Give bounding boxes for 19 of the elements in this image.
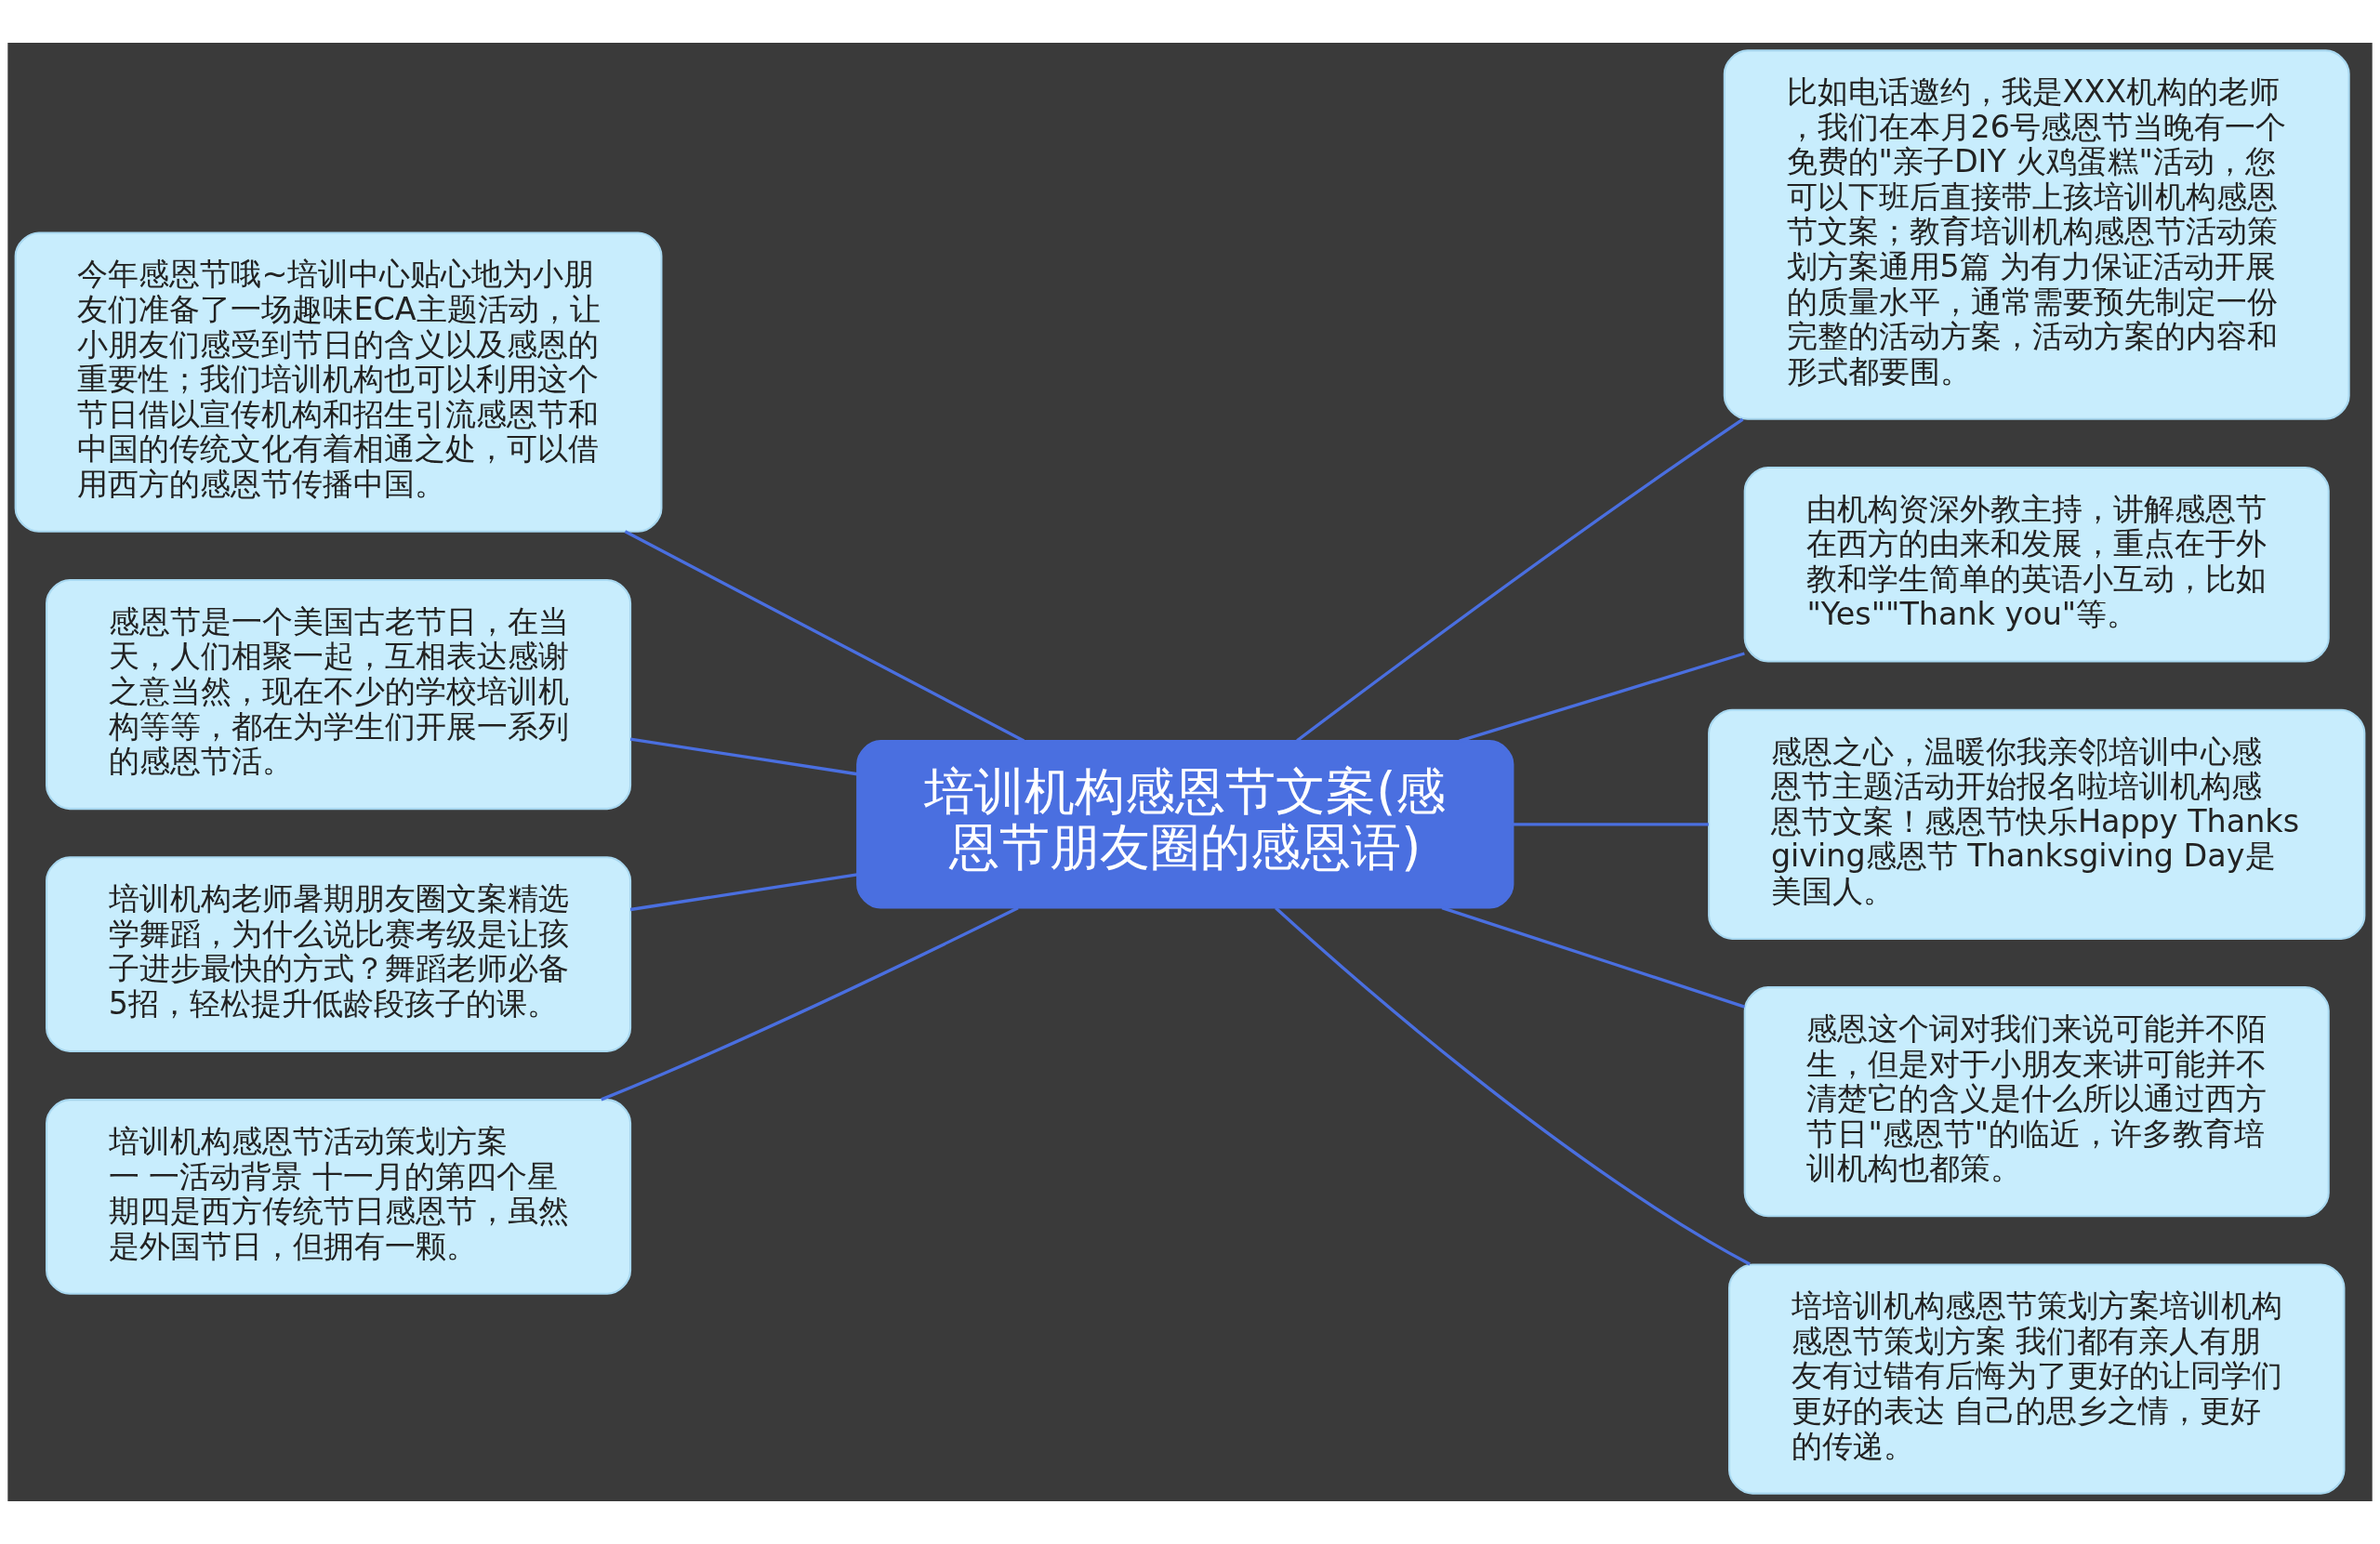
connector (601, 906, 1019, 1102)
node-box: 感恩之心，温暖你我亲邻培训中心感恩节主题活动开始报名啦培训机构感恩节文案！感恩节快乐Happy Thanksgiving感恩节 Thanksgiving Day是美国人。 (1708, 708, 2366, 940)
connector (1513, 823, 1709, 826)
connector (629, 737, 858, 776)
node-box: 培培训机构感恩节策划方案培训机构感恩节策划方案 我们都有亲人有朋友有过错有后悔为了更好的让同学们更好的表达 自己的思乡之情，更好的传递。 (1728, 1263, 2346, 1495)
connector (629, 873, 858, 912)
connector (624, 530, 1025, 743)
connector (1459, 652, 1745, 743)
node-box: 感恩节是一个美国古老节日，在当天，人们相聚一起，互相表达感谢之意当然，现在不少的学校培训机构等等，都在为学生们开展一系列的感恩节活。 (46, 578, 632, 811)
connector (1275, 906, 1751, 1266)
node-box: 比如电话邀约，我是XXX机构的老师，我们在本月26号感恩节当晚有一个免费的"亲子DIY 火鸡蛋糕"活动，您可以下班后直接带上孩培训机构感恩节文案；教育培训机构感恩节活动策划方案通用5篇 为有力保证活动开展的质量水平，通常需要预先制定一份完整的活动方案，活动方案的内容和形式都要围。 (1723, 49, 2350, 420)
connector (1441, 905, 1745, 1009)
node-box: 培训机构感恩节文案(感恩节朋友圈的感恩语) (856, 740, 1514, 909)
node-box: 感恩这个词对我们来说可能并不陌生，但是对于小朋友来讲可能并不清楚它的含义是什么所以通过西方节日"感恩节"的临近，许多教育培训机构也都策。 (1743, 986, 2330, 1218)
connector (1296, 417, 1744, 743)
node-box: 今年感恩节哦~培训中心贴心地为小朋友们准备了一场趣味ECA主题活动，让小朋友们感受到节日的含义以及感恩的重要性；我们培训机构也可以利用这个节日借以宣传机构和招生引流感恩节和中国的传统文化有着相通之处，可以借用西方的感恩节传播中国。 (14, 231, 663, 533)
node-box: 由机构资深外教主持，讲解感恩节在西方的由来和发展，重点在于外教和学生简单的英语小互动，比如"Yes""Thank you"等。 (1743, 466, 2330, 663)
node-box: 培训机构老师暑期朋友圈文案精选学舞蹈，为什么说比赛考级是让孩子进步最快的方式？舞蹈老师必备5招，轻松提升低龄段孩子的课。 (46, 856, 632, 1052)
node-box: 培训机构感恩节活动策划方案一 一活动背景 十一月的第四个星期四是西方传统节日感恩节，虽然是外国节日，但拥有一颗。 (46, 1099, 632, 1295)
